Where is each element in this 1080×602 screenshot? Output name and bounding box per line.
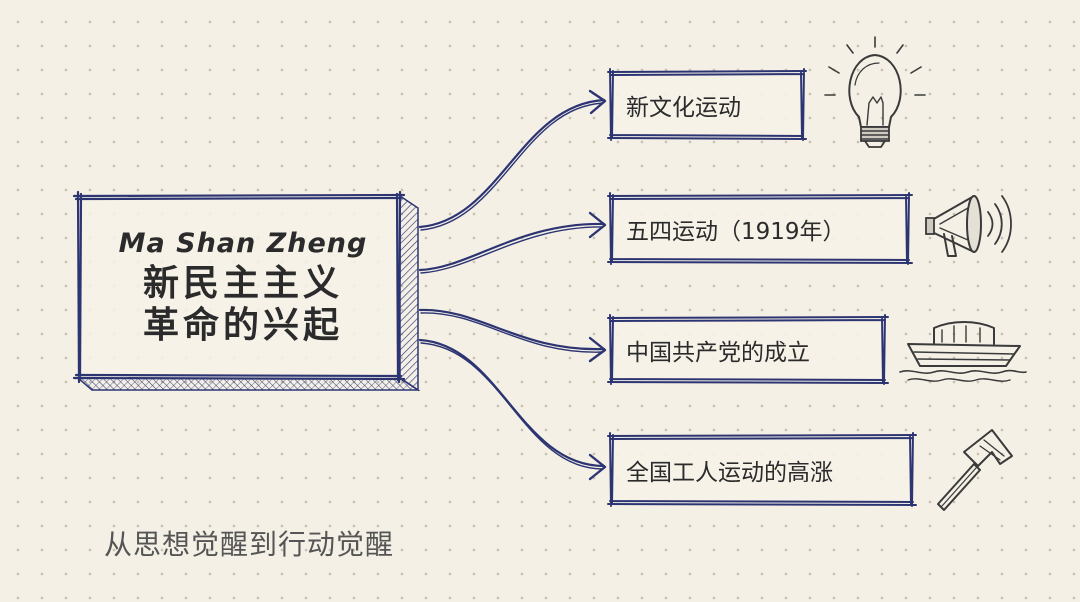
- central-title-line-1: 新民主主义: [84, 262, 402, 304]
- arrow-to-topic-3: [420, 310, 605, 361]
- central-title-line-2: 革命的兴起: [84, 304, 402, 346]
- topic-may-fourth-movement: 五四运动（1919年）: [612, 198, 908, 260]
- connector-arrows: [420, 91, 605, 479]
- caption: 从思想觉醒到行动觉醒: [104, 523, 394, 563]
- boat-icon: [900, 322, 1026, 381]
- central-title-en: Ma Shan Zheng: [84, 226, 402, 262]
- arrow-to-topic-2: [420, 213, 605, 273]
- topic-workers-movement: 全国工人运动的高涨: [612, 439, 912, 501]
- central-topic: Ma Shan Zheng 新民主主义 革命的兴起: [84, 226, 402, 346]
- hammer-icon: [938, 430, 1012, 510]
- lightbulb-icon: [825, 37, 925, 147]
- megaphone-icon: [926, 196, 1011, 256]
- topic-new-culture-movement: 新文化运动: [612, 74, 804, 136]
- arrow-to-topic-4: [420, 340, 605, 479]
- topic-ccp-founding: 中国共产党的成立: [612, 319, 884, 381]
- arrow-to-topic-1: [420, 91, 605, 230]
